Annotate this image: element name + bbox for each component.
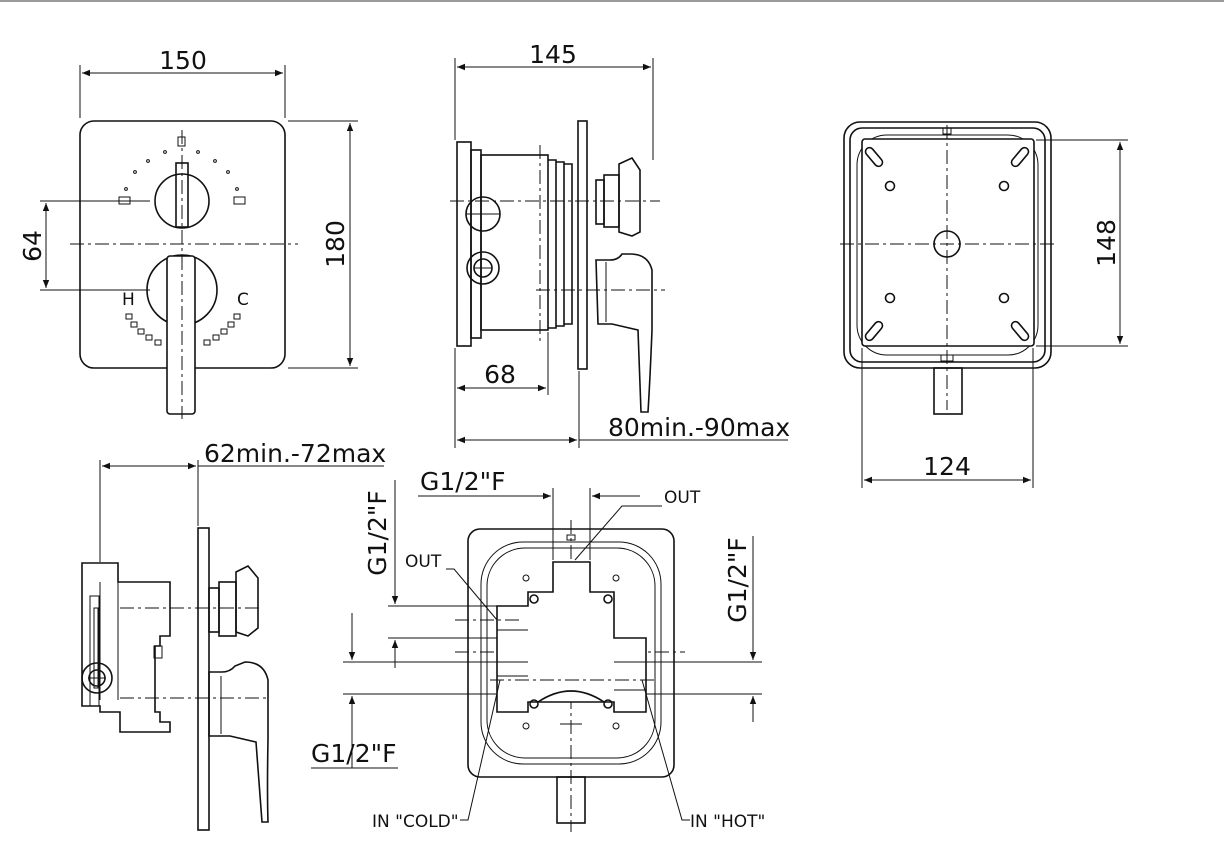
dim-handle-spacing: 64 [18,230,47,262]
section-channel [89,595,100,707]
side-body [480,154,549,331]
callout-in-cold-leader [460,679,501,821]
callout-out-left-leader [446,568,498,621]
rear-view: 124 148 [840,121,1128,488]
inlet-valve-body [496,561,647,713]
thread-bottom-label: G1/2"F [311,739,397,768]
dim-side-depth: 145 [529,40,577,69]
side-diverter-stem [595,179,605,225]
callout-out-top: OUT [664,488,701,508]
inlet-lower-arc [537,690,605,703]
thread-left-label: G1/2"F [363,490,392,576]
side-diverter-knob [618,156,641,237]
rear-bottom-notch [940,354,954,362]
callout-in-hot-leader [641,679,690,821]
inlet-outlet-pipe [556,776,586,824]
side-mounting-flange [456,141,472,347]
dim-front-width: 150 [159,46,207,75]
front-view: H C 150 180 64 [18,46,358,420]
inlet-top-notch [566,534,576,541]
mixer-lever [166,255,196,415]
diverter-lever [175,162,189,228]
rear-screws [884,180,1010,304]
side-flange-step [470,149,482,339]
inlet-view: G1/2"F G1/2"F G1/2"F G1/2"F OUT OUT IN "… [311,467,765,832]
side-port-lower [466,251,500,285]
rear-center-bore [933,230,961,258]
section-diverter-stem [208,587,220,633]
hot-mark: H [122,290,135,310]
inlet-screws [522,574,620,730]
dim-rear-height: 148 [1092,219,1121,267]
dim-side-wall-range: 80min.-90max [608,413,790,442]
section-diverter-knob [235,565,259,637]
temperature-scale-right [203,313,241,346]
thread-top-label: G1/2"F [420,467,506,496]
section-body [81,562,171,733]
rear-slots [864,146,1030,342]
dim-front-height: 180 [321,220,350,268]
section-port [81,662,113,694]
diverter-mark-top [177,136,186,147]
section-channel-inner [93,607,99,689]
dim-rear-width: 124 [923,452,971,481]
inlet-port-edges [497,629,646,691]
callout-in-hot: IN "HOT" [690,812,765,832]
section-diverter-base [218,581,237,637]
side-wall-plate [577,120,588,370]
temperature-scale-left [125,313,162,346]
diverter-knob [154,173,210,229]
section-body-inner [99,582,119,700]
section-mixer-lever [208,661,269,823]
thread-right-label: G1/2"F [723,537,752,623]
rear-mounting-box [861,138,1035,347]
section-wall-plate [197,527,210,831]
dim-detail-wall-range: 62min.-72max [204,439,386,468]
dim-side-body-depth: 68 [484,360,516,389]
side-mixer-lever [595,253,653,413]
section-seal [153,645,163,659]
diverter-dot-scale [124,150,239,191]
top-border [0,0,1224,2]
cold-mark: C [237,290,249,310]
callout-in-cold: IN "COLD" [372,812,459,832]
side-view: 145 68 80min.-90max [450,40,790,448]
callout-out-left: OUT [405,552,442,572]
rear-top-notch [942,127,952,135]
diverter-mark-right [233,196,246,205]
section-view: 62min.-72max [81,439,386,831]
side-threaded-sleeve [548,159,573,329]
callout-out-top-leader [574,505,662,561]
rear-outlet-pipe [933,367,963,415]
